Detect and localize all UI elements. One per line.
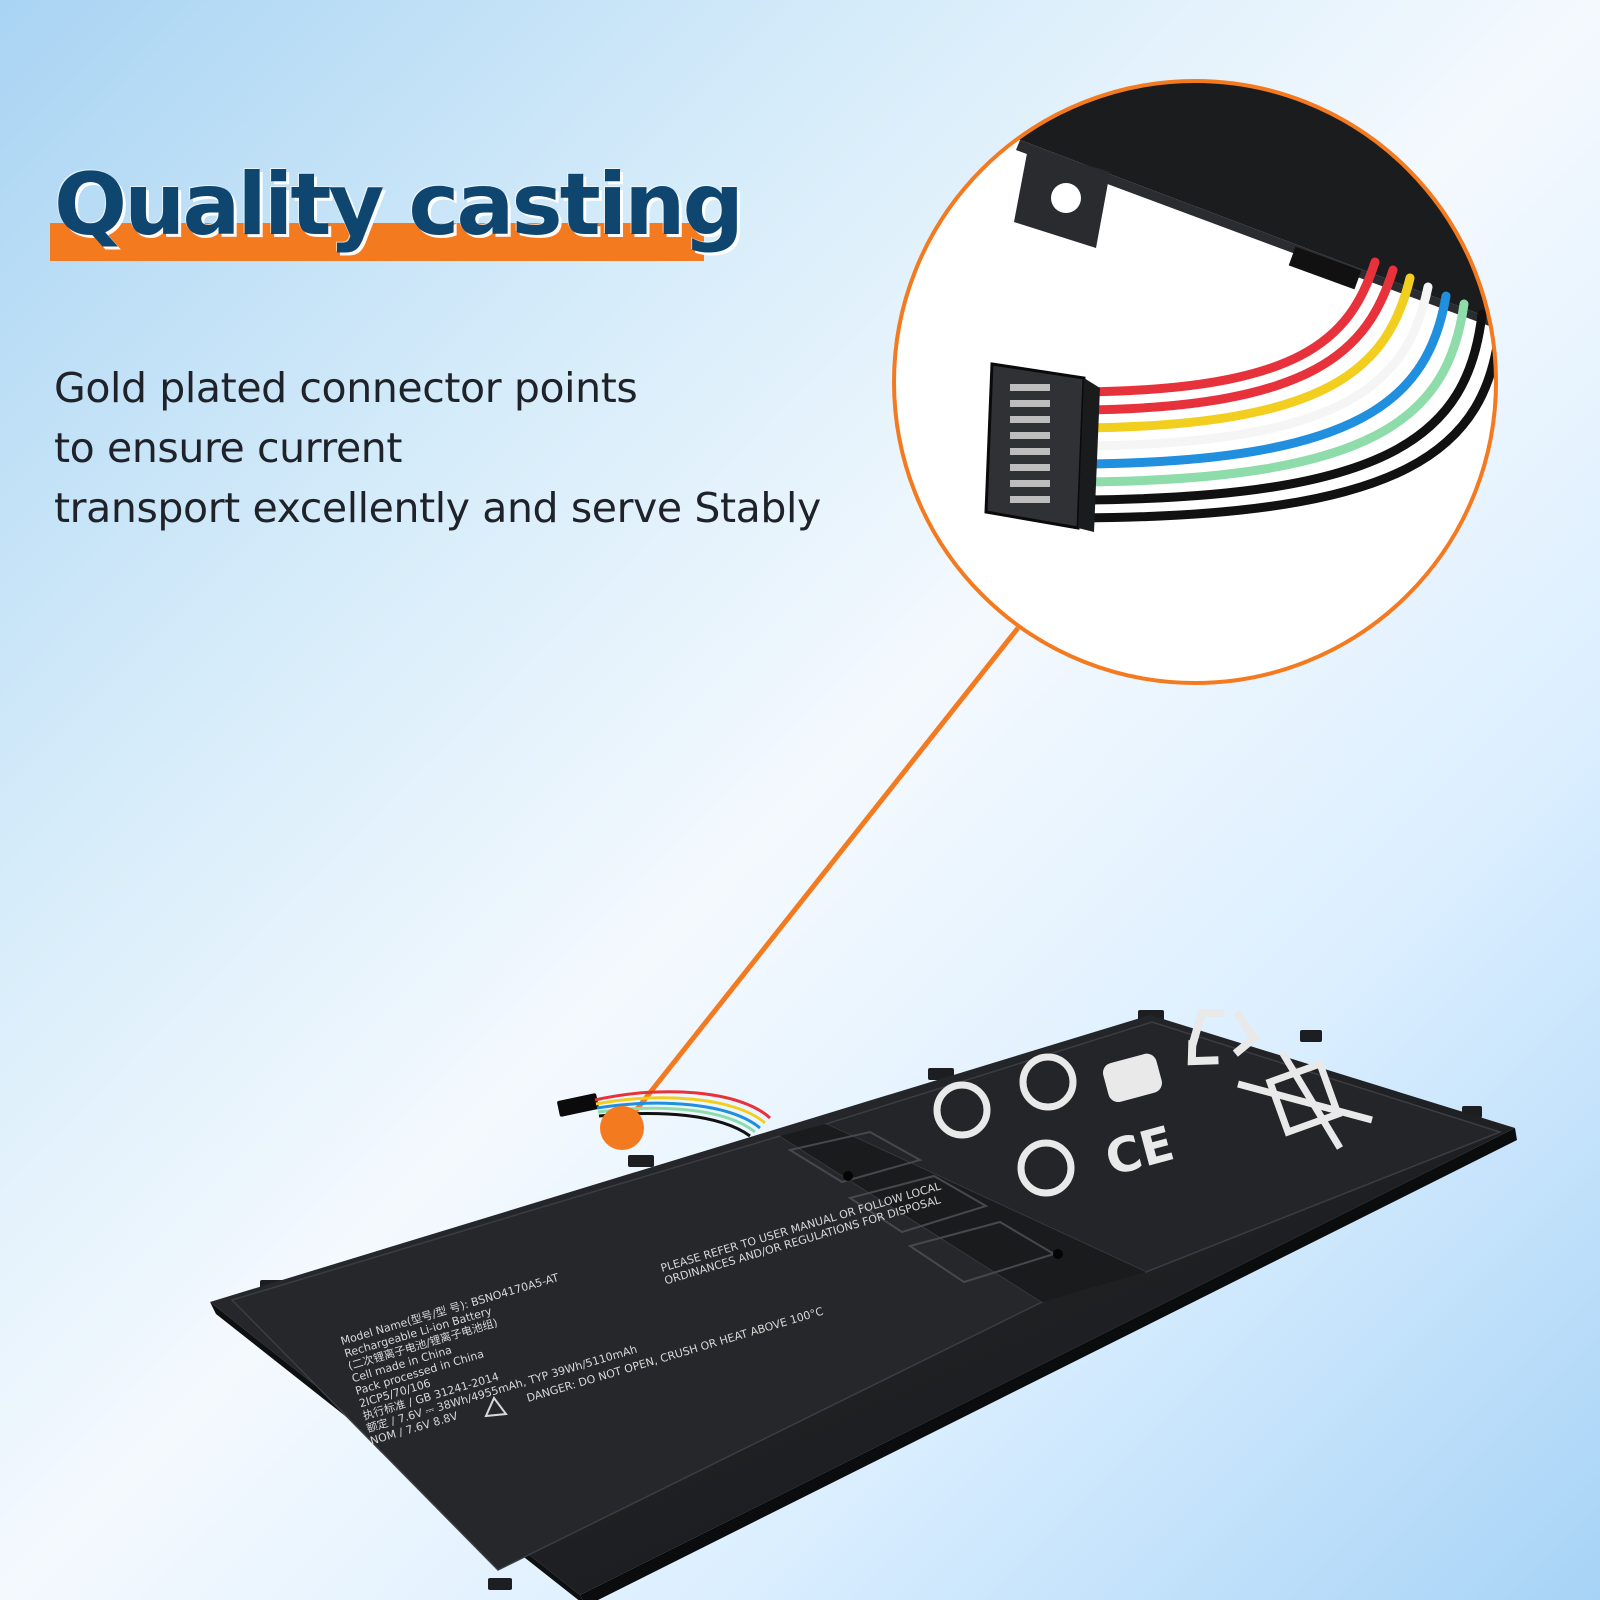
warning-triangle-icon <box>484 1396 508 1418</box>
description-line-3: transport excellently and serve Stably <box>54 484 821 532</box>
connector-zoom-detail <box>892 79 1498 685</box>
connector-wires <box>1075 257 1495 523</box>
feature-description: Gold plated connector points to ensure c… <box>54 358 821 538</box>
page-title: Quality casting <box>54 155 744 255</box>
callout-anchor-dot <box>600 1106 644 1150</box>
title-block: Quality casting <box>50 150 744 270</box>
title-underline-bar <box>50 223 704 261</box>
description-line-2: to ensure current <box>54 424 403 472</box>
ccc-mark-icon <box>1102 1053 1162 1103</box>
recycling-arrows-icon <box>1187 1008 1260 1066</box>
recycle-symbol-icon <box>933 1081 991 1139</box>
description-line-1: Gold plated connector points <box>54 364 638 412</box>
safety-mark-icon <box>1017 1139 1075 1197</box>
certification-mark-icon <box>1019 1053 1077 1111</box>
callout-leader-line <box>620 626 1020 1130</box>
crossed-bin-icon <box>1237 1050 1373 1150</box>
battery-connector <box>557 1090 772 1138</box>
laptop-battery: CE Model Name(型号/型 号): BSNO4170A5-AT Rec… <box>210 1008 1517 1600</box>
